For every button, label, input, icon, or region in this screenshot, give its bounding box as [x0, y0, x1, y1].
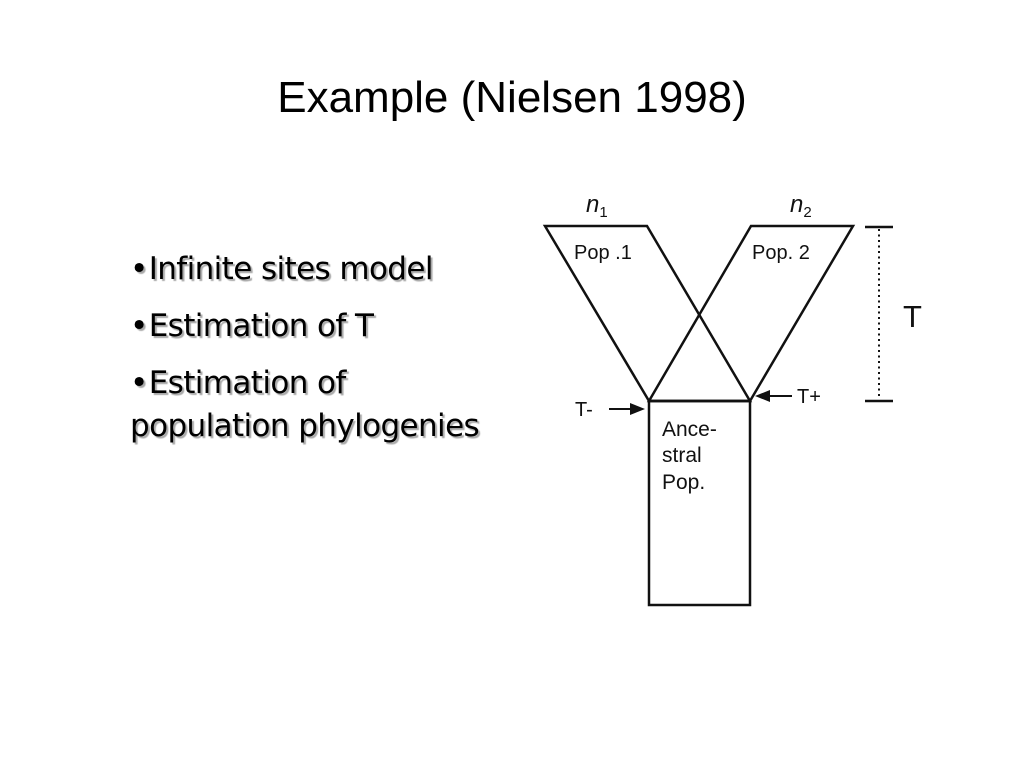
- t-minus-label: T-: [575, 399, 593, 421]
- bullet-marker: •: [130, 365, 148, 401]
- t-minus-arrow: [609, 403, 645, 415]
- bullet-text: Estimation of population phylogenies: [130, 365, 480, 444]
- t-plus-label: T+: [797, 386, 821, 408]
- pop1-label: Pop .1: [574, 242, 632, 264]
- slide-title: Example (Nielsen 1998): [277, 73, 747, 122]
- ancestral-pop-label: Ance- stral Pop.: [662, 418, 723, 494]
- time-label: T: [903, 299, 922, 334]
- time-scale-bar: [865, 225, 893, 403]
- bullet-marker: •: [130, 251, 148, 287]
- ancestral-pop-box: [647, 399, 752, 607]
- bullet-text: Infinite sites model: [148, 251, 434, 287]
- n1-label: n1: [586, 191, 608, 221]
- bullet-list: •Infinite sites model •Estimation of T •…: [130, 248, 500, 462]
- bullet-estimation-t: •Estimation of T: [130, 305, 500, 348]
- pop2-funnel: [646, 224, 856, 403]
- bullet-population-phylogenies: •Estimation of population phylogenies: [130, 362, 500, 448]
- n2-label: n2: [790, 191, 812, 221]
- pop2-label: Pop. 2: [752, 242, 810, 264]
- bullet-marker: •: [130, 308, 148, 344]
- bullet-text: Estimation of T: [148, 308, 374, 344]
- bullet-infinite-sites: •Infinite sites model: [130, 248, 500, 291]
- t-plus-arrow: [755, 390, 792, 402]
